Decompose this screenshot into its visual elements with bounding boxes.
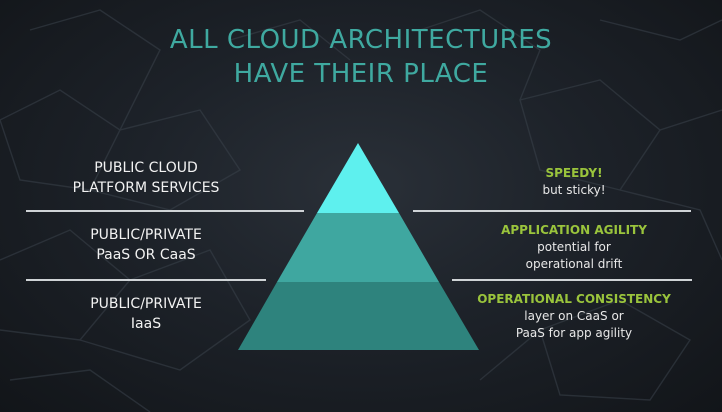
- tier-3-right-line-2: PaaS for app agility: [515, 326, 633, 340]
- tier-2-right-heading: APPLICATION AGILITY: [501, 223, 647, 237]
- tier-1-left-line-1: PUBLIC CLOUD: [94, 160, 198, 176]
- tier-2-right-line-2: operational drift: [525, 257, 623, 271]
- left-divider-2: [26, 279, 266, 281]
- pyramid-tier-top: [317, 143, 399, 213]
- tier-1-left-label: PUBLIC CLOUD PLATFORM SERVICES: [31, 158, 261, 198]
- tier-1-right-heading: SPEEDY!: [545, 166, 603, 180]
- tier-1-right-line-1: but sticky!: [542, 183, 606, 197]
- tier-2-right-line-1: potential for: [537, 240, 611, 254]
- tier-3-left-line-2: IaaS: [130, 316, 162, 332]
- tier-3-right-line-1: layer on CaaS or: [524, 309, 624, 323]
- title-line-2: HAVE THEIR PLACE: [233, 59, 489, 89]
- right-divider-1: [413, 210, 691, 212]
- pyramid-tier-middle: [277, 213, 439, 282]
- title-line-1: ALL CLOUD ARCHITECTURES: [169, 25, 553, 55]
- pyramid-tier-bottom: [238, 282, 479, 350]
- tier-1-left-line-2: PLATFORM SERVICES: [72, 180, 220, 196]
- left-divider-1: [26, 210, 304, 212]
- tier-3-right-heading: OPERATIONAL CONSISTENCY: [477, 292, 671, 306]
- tier-2-left-line-1: PUBLIC/PRIVATE: [90, 227, 202, 243]
- tier-2-left-line-2: PaaS OR CaaS: [96, 247, 196, 263]
- tier-3-left-label: PUBLIC/PRIVATE IaaS: [31, 294, 261, 334]
- tier-3-left-line-1: PUBLIC/PRIVATE: [90, 296, 202, 312]
- tier-2-left-label: PUBLIC/PRIVATE PaaS OR CaaS: [31, 225, 261, 265]
- right-divider-2: [452, 279, 692, 281]
